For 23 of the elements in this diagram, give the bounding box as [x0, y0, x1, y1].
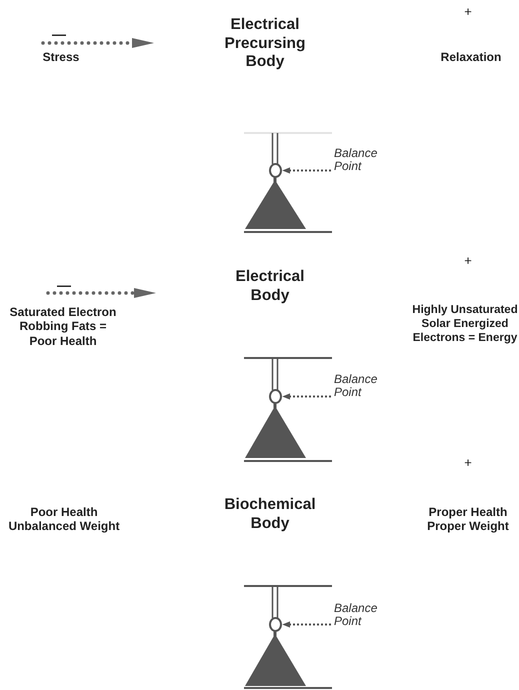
sign-minus: —	[56, 277, 72, 294]
leader-line	[282, 167, 331, 174]
section-heading: Electrical Precursing Body	[224, 16, 306, 72]
leader-line	[282, 621, 331, 628]
pivot-circle	[269, 617, 282, 632]
pivot-circle	[269, 163, 282, 178]
section-heading: Electrical Body	[234, 268, 306, 306]
sign-minus: —	[51, 26, 67, 43]
callout-label: Balance Point	[334, 373, 384, 400]
label-text: Highly Unsaturated Solar Energized Electrons = Energy	[411, 304, 519, 346]
callout-label: Balance Point	[334, 602, 384, 628]
pivot-circle	[269, 389, 282, 404]
sign-plus: +	[463, 4, 473, 20]
sign-plus: +	[463, 253, 473, 269]
callout-label: Balance Point	[334, 147, 384, 174]
section-heading: Biochemical Body	[223, 496, 317, 534]
label-text: Poor Health Unbalanced Weight	[7, 505, 121, 534]
label-text: Relaxation	[440, 50, 502, 64]
label-text: Saturated Electron Robbing Fats = Poor Health	[8, 305, 118, 348]
label-text: Proper Health Proper Weight	[426, 505, 510, 534]
leader-line	[282, 393, 331, 400]
label-text: Stress	[42, 50, 80, 64]
sign-plus: +	[463, 455, 473, 471]
